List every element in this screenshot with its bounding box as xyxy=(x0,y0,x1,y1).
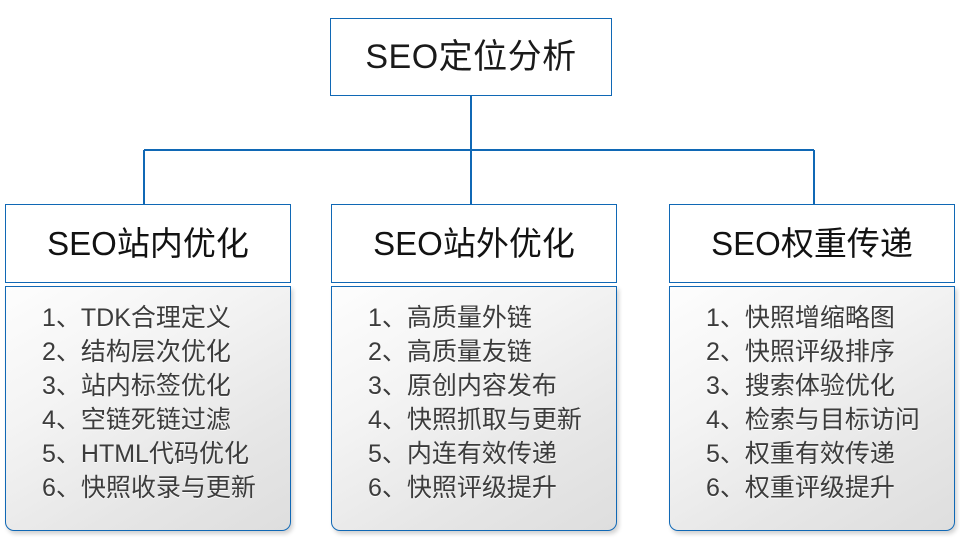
branch-header-2[interactable]: SEO站外优化 xyxy=(331,204,617,283)
list-item: 6、快照评级提升 xyxy=(368,474,557,502)
list-item: 3、搜索体验优化 xyxy=(706,372,895,400)
list-item: 5、内连有效传递 xyxy=(368,440,557,468)
branch-list-3: 1、快照增缩略图 2、快照评级排序 3、搜索体验优化 4、检索与目标访问 5、权… xyxy=(669,286,955,531)
list-item: 1、高质量外链 xyxy=(368,304,532,332)
branch-header-label-1: SEO站内优化 xyxy=(47,225,249,262)
list-item: 6、快照收录与更新 xyxy=(42,474,256,502)
list-item: 2、快照评级排序 xyxy=(706,338,895,366)
branch-column-1: SEO站内优化 1、TDK合理定义 2、结构层次优化 3、站内标签优化 4、空链… xyxy=(5,204,291,531)
list-item: 4、快照抓取与更新 xyxy=(368,406,582,434)
list-item: 1、TDK合理定义 xyxy=(42,304,231,332)
list-item: 3、站内标签优化 xyxy=(42,372,231,400)
list-item: 4、检索与目标访问 xyxy=(706,406,920,434)
list-item: 6、权重评级提升 xyxy=(706,474,895,502)
root-node[interactable]: SEO定位分析 xyxy=(330,18,612,96)
branch-header-label-2: SEO站外优化 xyxy=(373,225,575,262)
branch-header-1[interactable]: SEO站内优化 xyxy=(5,204,291,283)
list-item: 2、结构层次优化 xyxy=(42,338,231,366)
list-item: 1、快照增缩略图 xyxy=(706,304,895,332)
list-item: 4、空链死链过滤 xyxy=(42,406,231,434)
list-item: 3、原创内容发布 xyxy=(368,372,557,400)
branch-list-2: 1、高质量外链 2、高质量友链 3、原创内容发布 4、快照抓取与更新 5、内连有… xyxy=(331,286,617,531)
branch-header-label-3: SEO权重传递 xyxy=(711,225,913,262)
list-item: 5、权重有效传递 xyxy=(706,440,895,468)
list-item: 5、HTML代码优化 xyxy=(42,440,249,468)
branch-header-3[interactable]: SEO权重传递 xyxy=(669,204,955,283)
branch-column-2: SEO站外优化 1、高质量外链 2、高质量友链 3、原创内容发布 4、快照抓取与… xyxy=(331,204,617,531)
branch-list-1: 1、TDK合理定义 2、结构层次优化 3、站内标签优化 4、空链死链过滤 5、H… xyxy=(5,286,291,531)
list-item: 2、高质量友链 xyxy=(368,338,532,366)
branch-column-3: SEO权重传递 1、快照增缩略图 2、快照评级排序 3、搜索体验优化 4、检索与… xyxy=(669,204,955,531)
root-node-label: SEO定位分析 xyxy=(365,38,577,76)
